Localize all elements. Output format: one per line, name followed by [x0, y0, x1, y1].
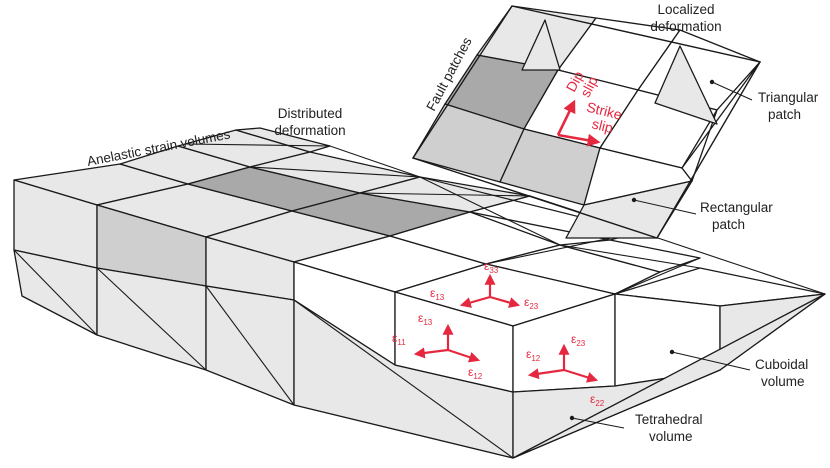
strain-label-22: ε22: [590, 392, 605, 408]
strain-label-13-top: ε13: [430, 286, 445, 302]
strain-label-13-front: ε13: [418, 311, 433, 327]
triangular-patch-shape: [521, 19, 561, 71]
distributed-label-line1: Distributed: [278, 106, 343, 121]
triangular-label-line1: Triangular: [758, 90, 819, 105]
leader-lines: [569, 79, 753, 429]
triangular-patch-shape: [654, 45, 718, 125]
localized-label-line1: Localized: [657, 2, 714, 17]
cuboidal-label-line1: Cuboidal: [755, 357, 808, 372]
tetrahedral-label-line1: Tetrahedral: [635, 412, 703, 427]
fault-outline: [411, 5, 762, 239]
tetrahedral-label-line2: volume: [649, 429, 693, 444]
right-faces: [512, 293, 826, 459]
fault-patch: [681, 61, 761, 182]
slip-arrows: [556, 99, 601, 147]
strain-label-12-side: ε12: [526, 347, 541, 363]
localized-label-line2: deformation: [650, 19, 721, 34]
top-surface: [13, 127, 826, 307]
strain-label-23-top: ε23: [524, 295, 539, 311]
volume-block: [13, 127, 826, 459]
cuboidal-label-line2: volume: [761, 374, 805, 389]
right-face: [512, 293, 826, 459]
distributed-label-line2: deformation: [274, 123, 345, 138]
cuboid-volume: [394, 263, 616, 393]
strain-axes: [413, 273, 599, 383]
strain-label-23-side: ε23: [571, 332, 586, 348]
dip-slip-arrow: [556, 99, 576, 136]
strain-label-33: ε33: [484, 259, 499, 275]
strike-slip-arrow: [557, 133, 601, 147]
rectangular-label-line2: patch: [712, 217, 745, 232]
triangular-label-line2: patch: [768, 107, 801, 122]
rectangular-label-line1: Rectangular: [700, 200, 773, 215]
strain-label-11: ε11: [392, 331, 406, 347]
front-faces: [13, 179, 514, 459]
strain-labels: ε33 ε13 ε23 ε13 ε11 ε12 ε12 ε23 ε22: [392, 259, 605, 408]
strain-label-12-front: ε12: [468, 365, 483, 381]
